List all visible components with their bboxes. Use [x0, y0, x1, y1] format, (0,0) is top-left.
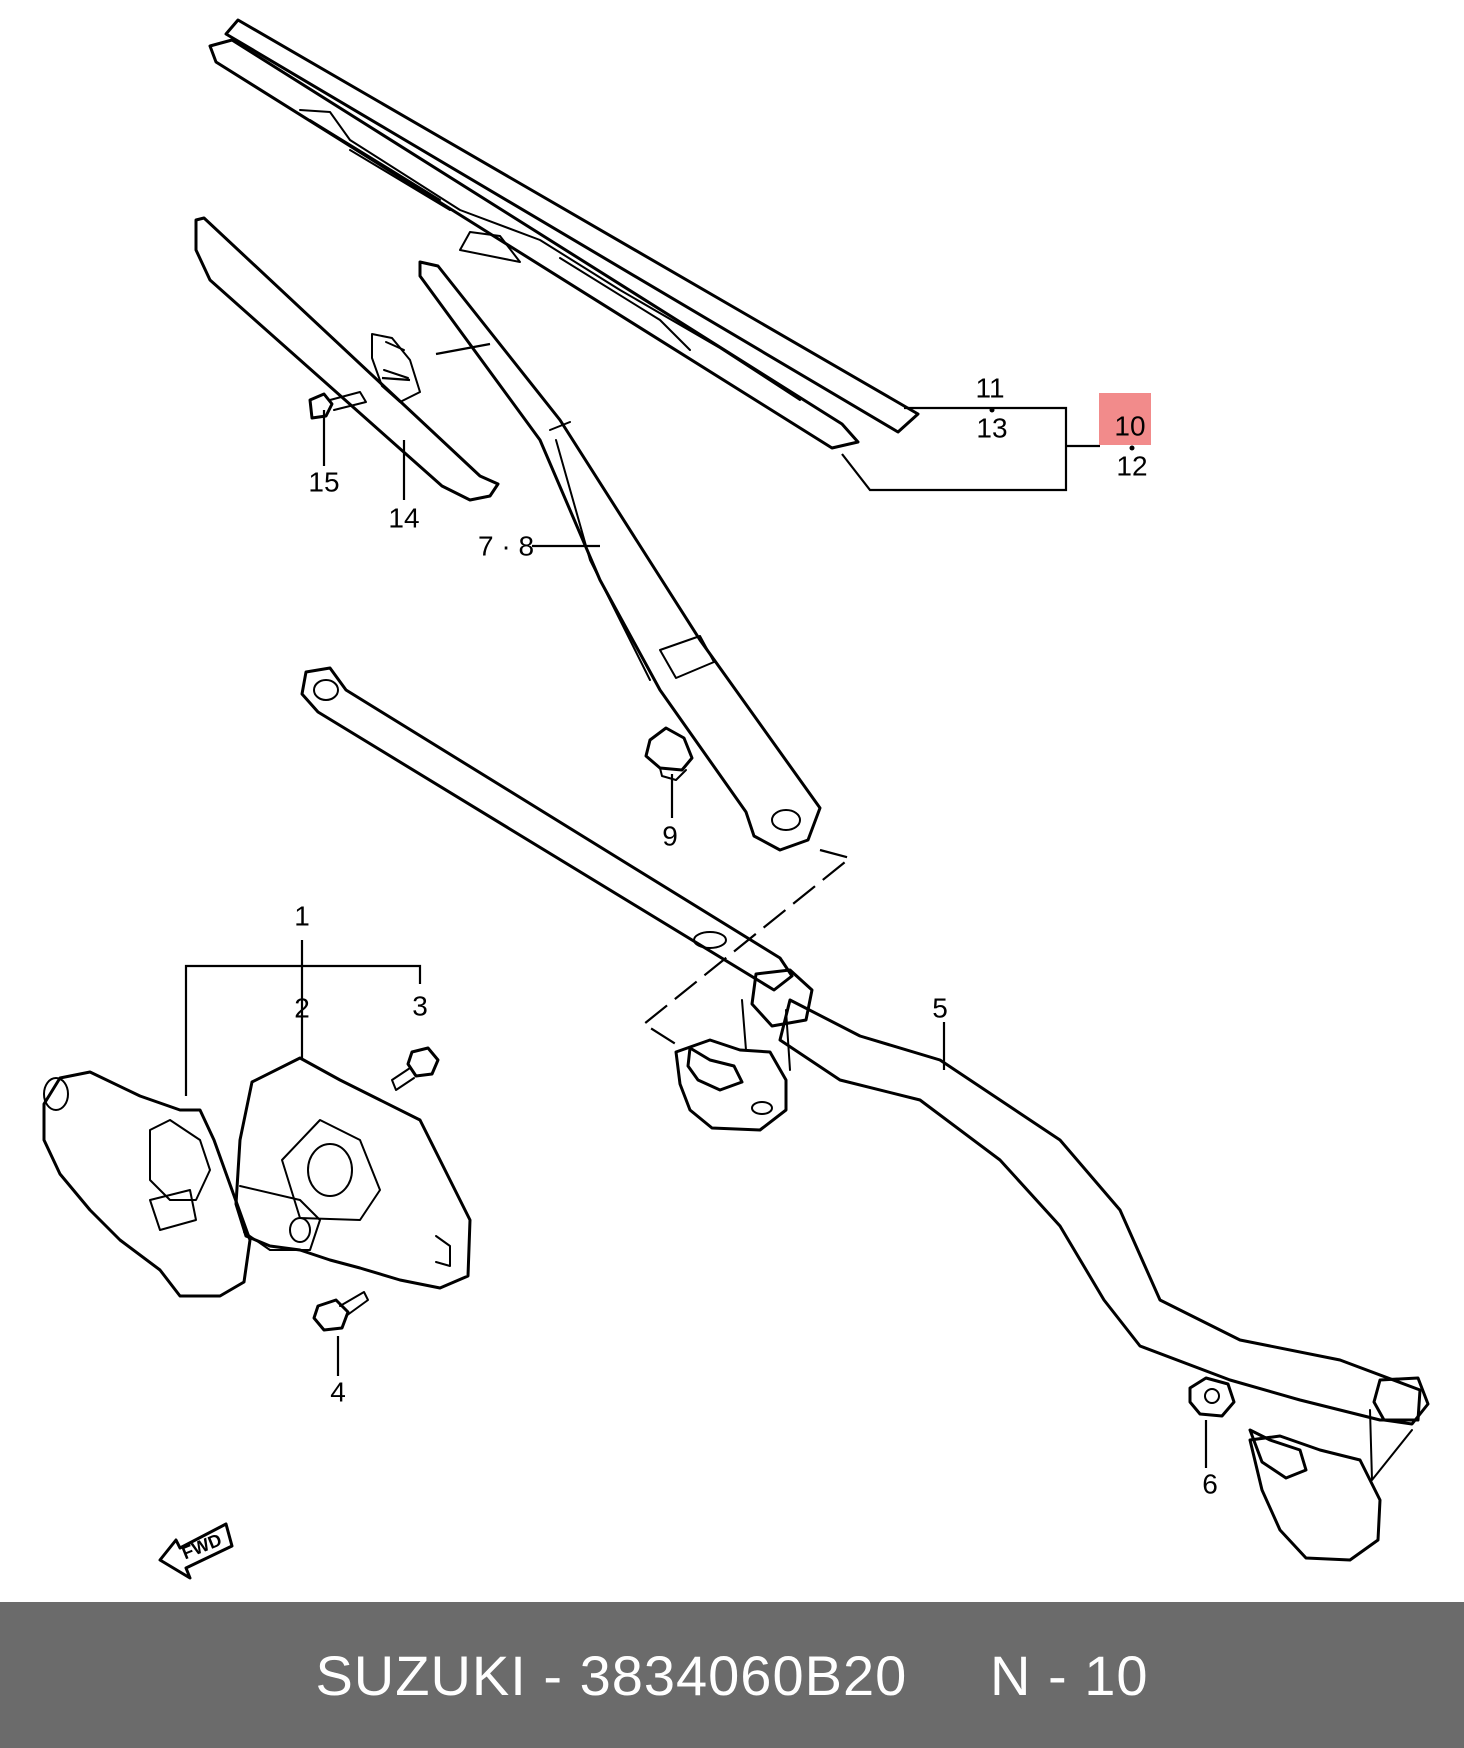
part-labels: 1 2 3 4 5 6 7 · 8 9 10 11 12 13 14 15	[294, 372, 1218, 1499]
screw-15	[308, 391, 367, 420]
leader-lines	[184, 342, 1208, 1468]
footer-text: SUZUKI - 3834060B20 N - 10	[315, 1643, 1149, 1707]
label-3: 3	[412, 990, 428, 1021]
label-1: 1	[294, 900, 310, 931]
dot-10-12	[1129, 445, 1135, 451]
label-5: 5	[932, 992, 948, 1023]
label-7-8: 7 · 8	[478, 530, 534, 561]
linkage-5	[750, 968, 1430, 1426]
right-pivot	[1248, 1409, 1413, 1562]
label-14: 14	[388, 502, 419, 533]
link-rod	[300, 666, 794, 992]
footer-ref: N - 10	[990, 1643, 1149, 1707]
wiper-arm	[418, 260, 822, 852]
wiper-motor	[42, 1070, 321, 1298]
footer-part-number: 3834060B20	[579, 1643, 908, 1707]
motor-bracket	[234, 1056, 472, 1290]
label-4: 4	[330, 1376, 346, 1407]
bolt-4	[312, 1291, 369, 1332]
fwd-arrow: FWD	[158, 1522, 234, 1580]
fwd-label: FWD	[179, 1529, 224, 1563]
bolt-3	[391, 1046, 440, 1091]
label-9: 9	[662, 820, 678, 851]
footer-bar: SUZUKI - 3834060B20 N - 10	[0, 1602, 1464, 1748]
footer-brand: SUZUKI	[315, 1643, 527, 1707]
dot-11-13	[989, 407, 995, 413]
pivot-cap-9	[644, 726, 694, 781]
label-11: 11	[975, 372, 1004, 403]
label-2: 2	[294, 992, 310, 1023]
highlight-box	[1099, 393, 1151, 445]
left-pivot	[674, 999, 791, 1132]
label-6: 6	[1202, 1468, 1218, 1499]
arm-deflector	[194, 216, 500, 502]
label-13: 13	[976, 412, 1007, 443]
label-10: 10	[1114, 410, 1145, 441]
label-12: 12	[1116, 450, 1147, 481]
wiper-blade	[208, 18, 920, 450]
nut-6	[1188, 1376, 1236, 1418]
parts-diagram: 1 2 3 4 5 6 7 · 8 9 10 11 12 13 14 15 FW…	[42, 18, 1430, 1580]
label-15: 15	[308, 466, 339, 497]
